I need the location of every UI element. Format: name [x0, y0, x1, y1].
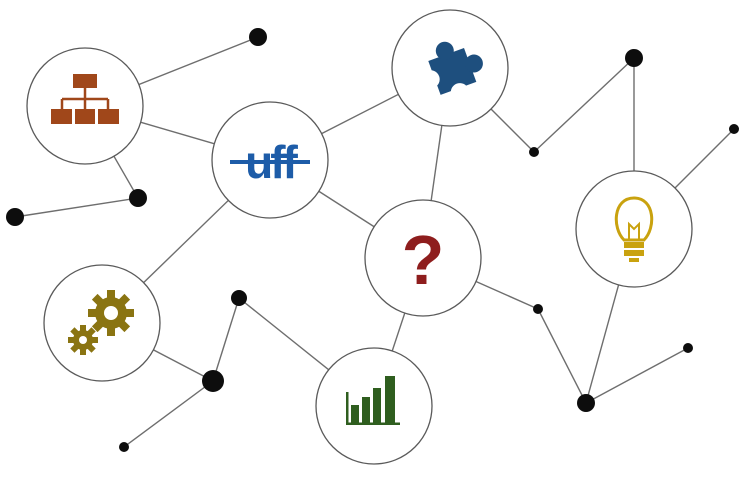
question-mark-icon: ? [402, 221, 445, 299]
edge [537, 308, 587, 404]
node-puzzle [391, 9, 509, 127]
edge [585, 347, 689, 404]
dot [625, 49, 643, 67]
edge [533, 57, 635, 153]
dot [231, 290, 247, 306]
dot [202, 370, 224, 392]
puzzle-piece-icon [421, 41, 483, 102]
dot [683, 343, 693, 353]
edge [14, 197, 139, 218]
endpoint-dots [6, 28, 739, 452]
node-chart [315, 347, 433, 465]
dot [529, 147, 539, 157]
lightbulb-icon [614, 196, 654, 262]
hierarchy-icon [51, 74, 119, 124]
dot [129, 189, 147, 207]
node-hierarchy [26, 47, 144, 165]
node-question: ? [364, 199, 482, 317]
dot [6, 208, 24, 226]
edge [123, 380, 214, 448]
edge [212, 297, 240, 382]
node-gears [43, 264, 161, 382]
node-lightbulb [575, 170, 693, 288]
dot [249, 28, 267, 46]
bar-chart-icon [346, 376, 400, 425]
node-uff: uff [211, 101, 329, 219]
gears-icon [68, 290, 134, 355]
dot [533, 304, 543, 314]
dot [119, 442, 129, 452]
dot [577, 394, 595, 412]
dot [729, 124, 739, 134]
